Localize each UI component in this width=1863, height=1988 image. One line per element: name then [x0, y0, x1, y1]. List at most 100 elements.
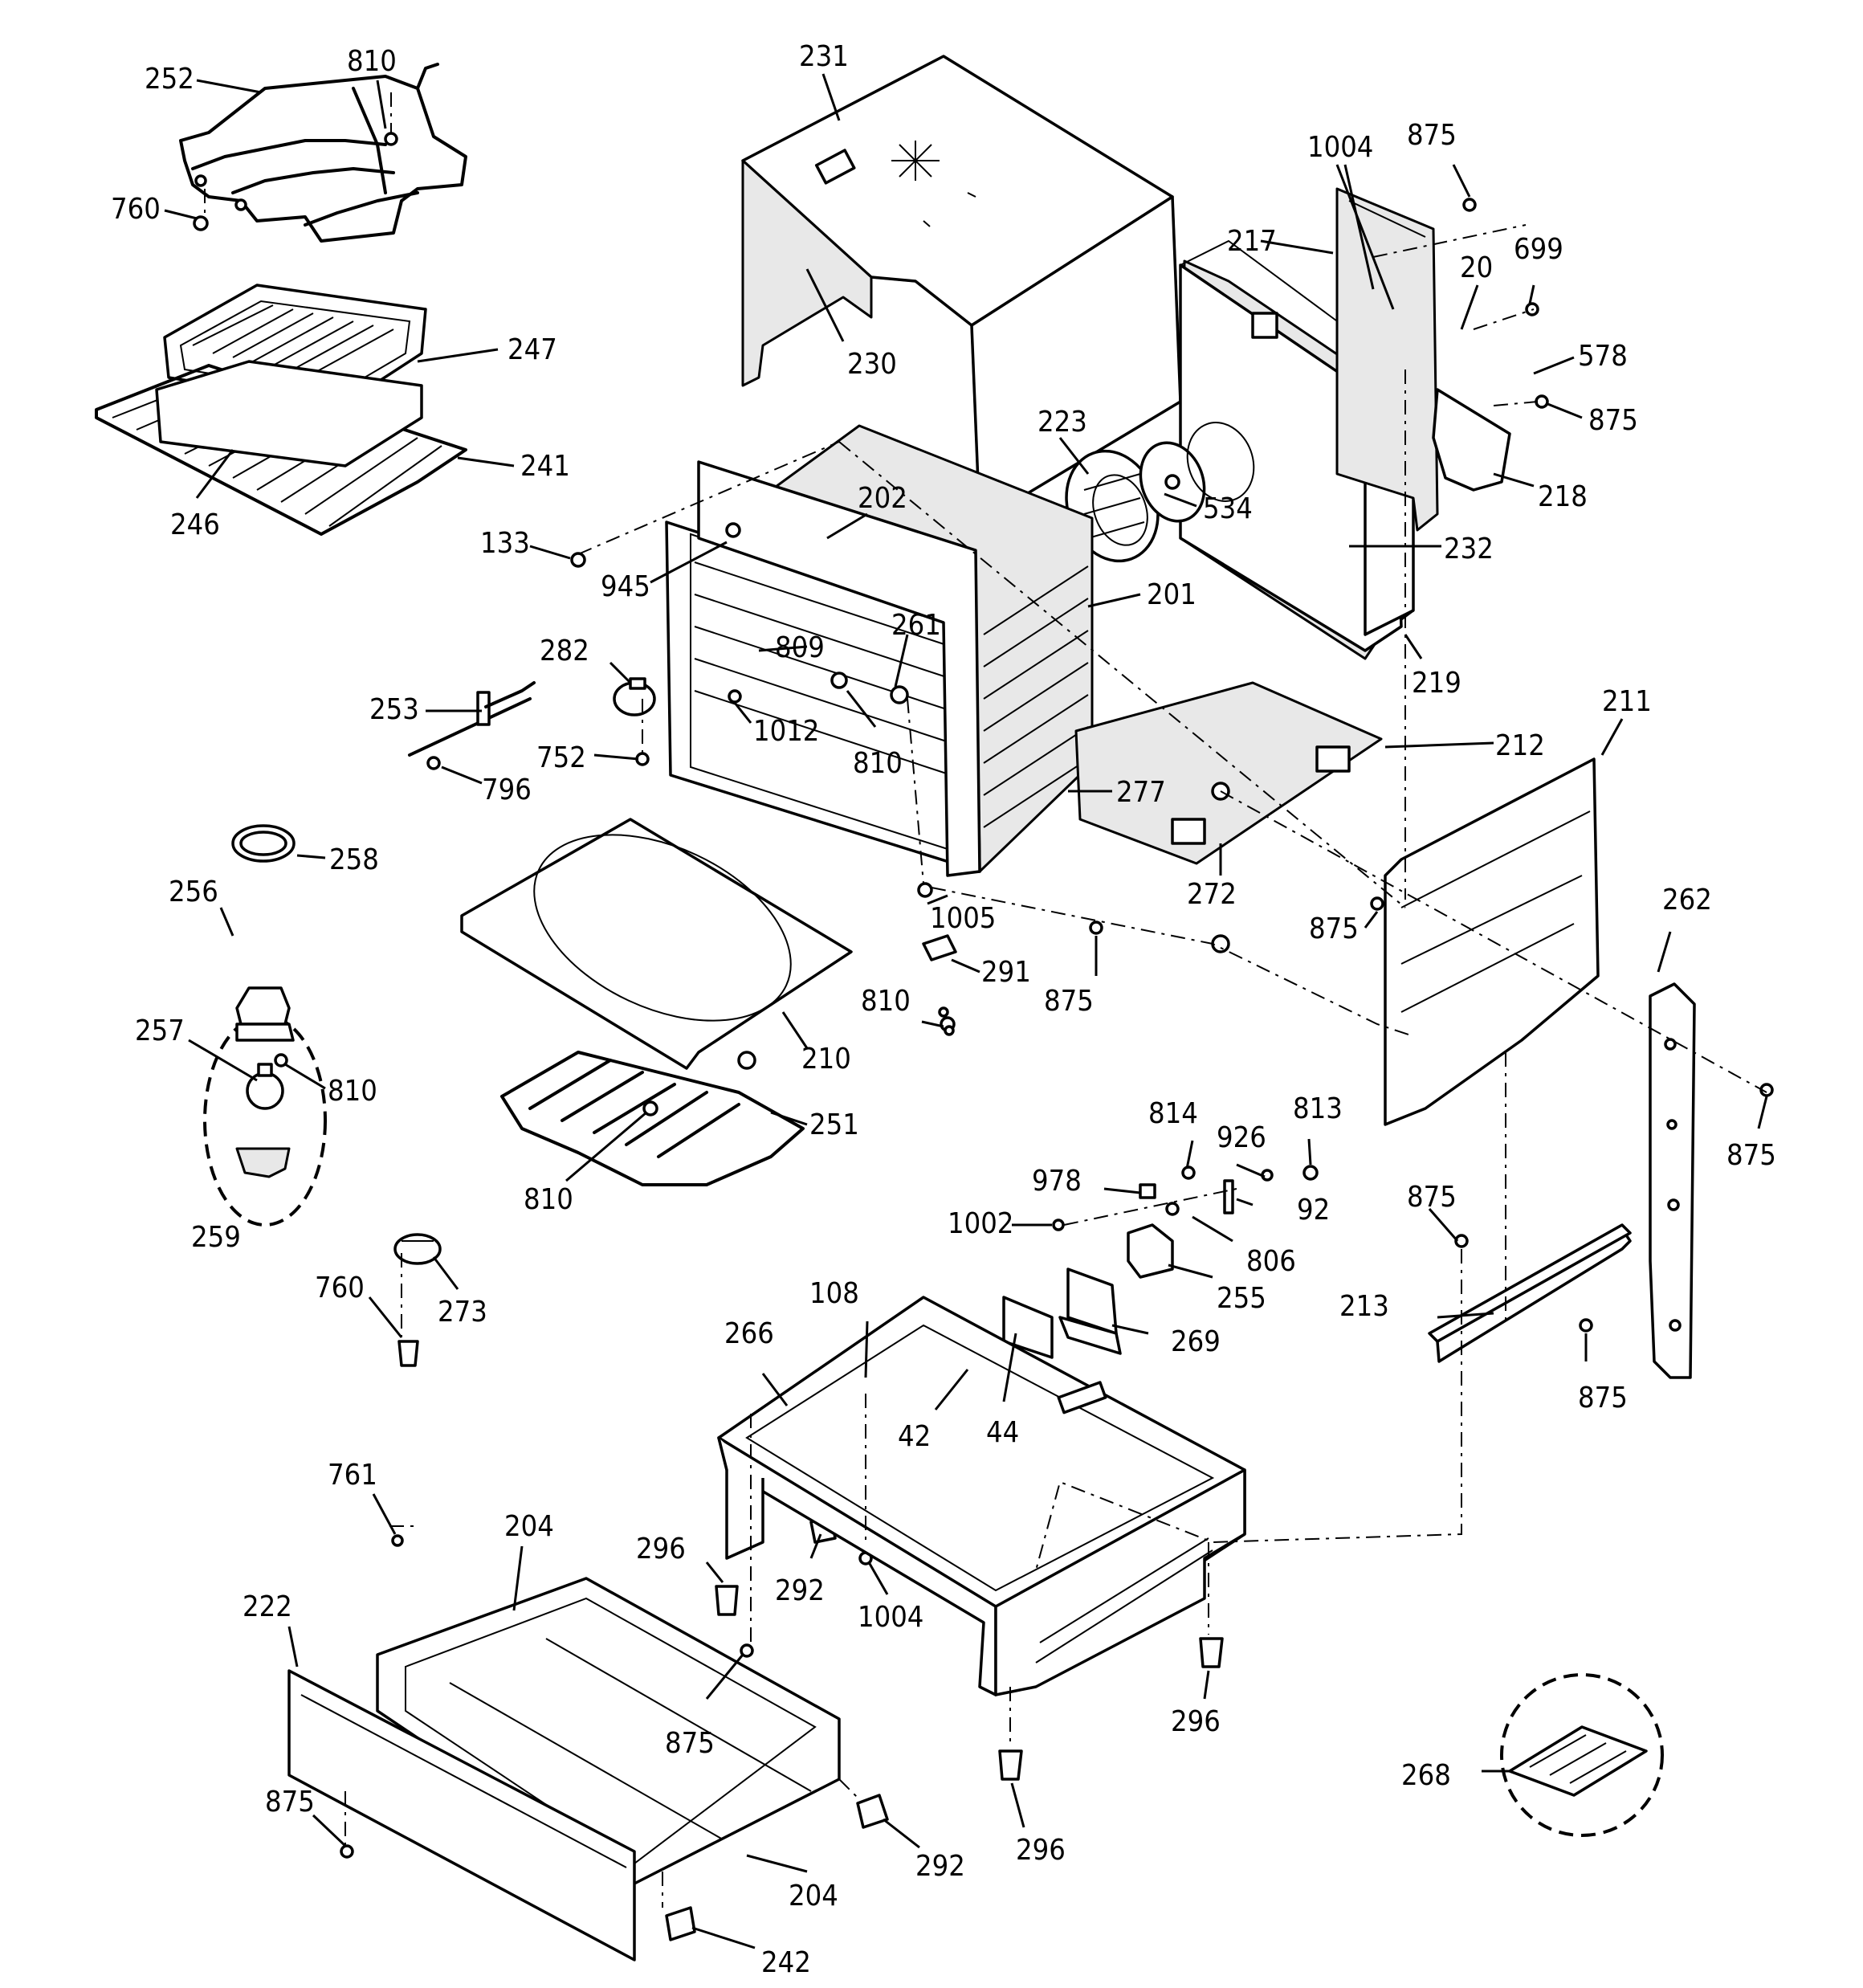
oven-cavity-202	[665, 424, 1094, 877]
label-211: 211	[1602, 685, 1652, 718]
fan-cover-534	[1139, 422, 1255, 523]
label-945: 945	[601, 570, 650, 603]
label-223: 223	[1037, 406, 1087, 439]
drawer-front-222	[287, 1669, 636, 1961]
label-204-a: 204	[504, 1510, 554, 1543]
label-217: 217	[1227, 225, 1277, 258]
label-1012: 1012	[753, 715, 819, 748]
bracket-218	[1432, 388, 1511, 492]
label-241: 241	[520, 450, 570, 483]
label-259: 259	[191, 1221, 241, 1254]
label-272: 272	[1187, 878, 1237, 911]
lamp-assembly-256	[203, 986, 327, 1227]
thermostat-knob-282	[613, 677, 656, 716]
side-trim-262	[1649, 982, 1696, 1379]
rail-213	[1428, 1223, 1632, 1363]
label-978: 978	[1032, 1165, 1082, 1198]
label-760-b: 760	[315, 1272, 365, 1304]
side-trim-217	[1335, 187, 1439, 532]
label-202: 202	[858, 482, 907, 515]
label-875-f: 875	[1407, 1181, 1457, 1214]
label-296-c: 296	[1016, 1834, 1066, 1867]
label-291: 291	[981, 956, 1031, 989]
wire-clips	[665, 934, 957, 1941]
label-277: 277	[1116, 776, 1166, 809]
label-1004-a: 1004	[1307, 131, 1373, 164]
label-1005: 1005	[930, 902, 996, 935]
label-761: 761	[328, 1459, 377, 1492]
leader-lines	[164, 73, 1768, 1949]
label-875-h: 875	[665, 1727, 715, 1760]
lamp-cover-259	[235, 1147, 291, 1178]
label-292-b: 292	[915, 1850, 965, 1883]
label-809: 809	[775, 631, 825, 664]
label-261: 261	[891, 609, 941, 642]
label-262: 262	[1662, 884, 1712, 916]
label-213: 213	[1339, 1290, 1389, 1323]
clip-273	[393, 1233, 442, 1265]
label-273: 273	[438, 1296, 487, 1329]
label-875-a: 875	[1407, 119, 1457, 152]
label-269: 269	[1171, 1325, 1221, 1358]
label-296-b: 296	[1171, 1705, 1221, 1738]
label-218: 218	[1538, 480, 1588, 513]
oven-bottom-212	[1074, 681, 1383, 865]
detail-268	[1500, 1673, 1664, 1837]
callout-labels: 252 810 760 231 230 247 241 246 1004 875…	[111, 40, 1776, 1979]
label-578: 578	[1578, 340, 1628, 373]
label-268: 268	[1401, 1759, 1451, 1792]
label-699: 699	[1514, 233, 1563, 266]
label-875-b: 875	[1588, 404, 1638, 437]
bracket-269	[1058, 1268, 1122, 1355]
label-251: 251	[809, 1108, 859, 1141]
label-232: 232	[1444, 533, 1494, 565]
label-810-b: 810	[853, 747, 903, 780]
label-133: 133	[480, 527, 530, 560]
label-875-i: 875	[265, 1786, 315, 1819]
bracket-978	[1139, 1183, 1156, 1199]
label-204-b: 204	[789, 1880, 838, 1912]
label-231: 231	[799, 40, 849, 73]
label-242: 242	[761, 1946, 811, 1979]
label-212: 212	[1495, 729, 1545, 762]
label-219: 219	[1412, 667, 1461, 700]
label-810-e: 810	[524, 1183, 573, 1216]
label-257: 257	[135, 1014, 185, 1047]
label-814: 814	[1148, 1097, 1198, 1130]
label-534: 534	[1203, 492, 1253, 525]
label-20: 20	[1460, 251, 1493, 284]
label-108: 108	[809, 1277, 859, 1310]
lamp-ring-258	[231, 824, 296, 863]
label-806: 806	[1246, 1245, 1296, 1278]
label-92: 92	[1297, 1194, 1330, 1227]
lamp-bulb-257	[246, 1063, 284, 1110]
label-258: 258	[329, 843, 379, 876]
inner-door-210	[460, 818, 853, 1070]
label-230: 230	[847, 348, 897, 381]
label-1004-b: 1004	[858, 1601, 923, 1634]
label-282: 282	[540, 635, 589, 667]
screws	[193, 132, 1774, 1859]
label-813: 813	[1293, 1092, 1343, 1125]
bracket-92	[1223, 1179, 1234, 1214]
outer-wrapper-231	[741, 55, 1182, 524]
label-875-g: 875	[1578, 1382, 1628, 1414]
label-752: 752	[536, 741, 586, 774]
label-210: 210	[801, 1043, 851, 1076]
label-42: 42	[898, 1420, 931, 1453]
label-810-a: 810	[347, 45, 397, 78]
bake-element-251	[500, 1051, 805, 1186]
label-926: 926	[1217, 1121, 1266, 1154]
label-201: 201	[1147, 578, 1196, 611]
label-875-d: 875	[1044, 985, 1094, 1018]
label-296-a: 296	[636, 1533, 686, 1565]
thermostat-253	[408, 681, 536, 757]
label-810-d: 810	[861, 985, 911, 1018]
side-panel-211	[1384, 757, 1600, 1126]
label-266: 266	[724, 1317, 774, 1350]
switch-bracket-255	[1127, 1223, 1174, 1279]
label-875-c: 875	[1309, 912, 1359, 945]
label-247: 247	[508, 333, 557, 366]
label-292-a: 292	[775, 1574, 825, 1607]
